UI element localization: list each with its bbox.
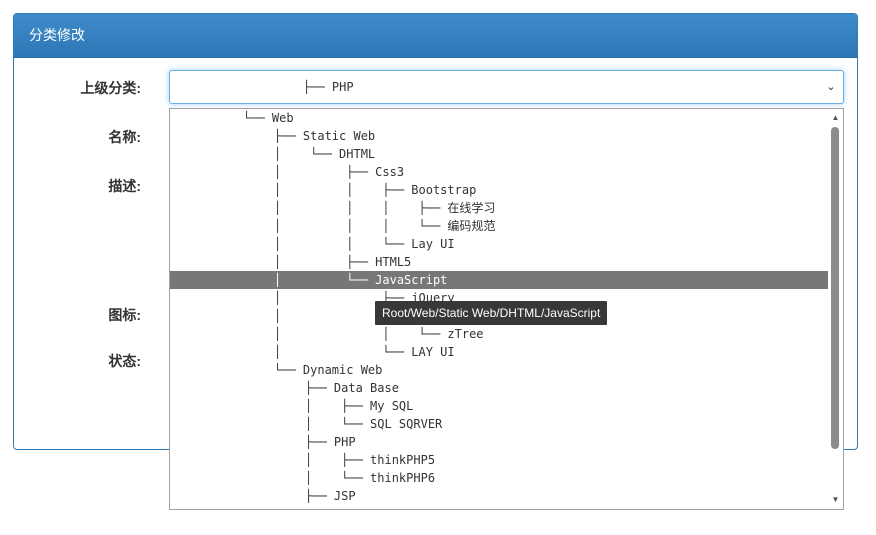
chevron-down-icon[interactable]: ⌄ — [826, 81, 836, 93]
dropdown-option[interactable]: │ └── thinkPHP6 — [305, 471, 436, 485]
dropdown-option[interactable]: │ │ └── Lay UI — [274, 237, 455, 251]
dropdown-option[interactable]: └── Dynamic Web — [274, 363, 383, 377]
parent-category-select[interactable]: ├── PHP ⌄ — [169, 70, 844, 104]
selected-value: ├── PHP — [303, 80, 354, 94]
scrollbar[interactable]: ▲ ▼ — [828, 109, 843, 509]
dropdown-option[interactable]: └── Web — [243, 111, 294, 125]
description-label: 描述: — [108, 178, 141, 194]
dropdown-option[interactable]: ├── JSP — [305, 489, 356, 503]
scroll-up-icon[interactable]: ▲ — [831, 113, 840, 122]
scroll-down-icon[interactable]: ▼ — [831, 495, 840, 504]
dropdown-option[interactable]: ├── PHP — [305, 435, 356, 449]
dropdown-option[interactable]: │ └── DHTML — [274, 147, 376, 161]
status-label: 状态: — [108, 353, 141, 369]
option-path-tooltip: Root/Web/Static Web/DHTML/JavaScript — [375, 301, 608, 325]
dropdown-option[interactable]: ├── Static Web — [274, 129, 376, 143]
dropdown-option[interactable]: │ │ └── zTree — [274, 327, 484, 341]
scrollbar-thumb[interactable] — [831, 127, 839, 449]
dropdown-option[interactable]: │ └── SQL SQRVER — [305, 417, 443, 431]
panel-title: 分类修改 — [14, 14, 857, 58]
icon-label: 图标: — [108, 307, 141, 323]
name-label: 名称: — [108, 129, 141, 145]
dropdown-option[interactable]: │ │ ├── Bootstrap — [274, 183, 477, 197]
dropdown-option[interactable]: │ ├── My SQL — [305, 399, 414, 413]
dropdown-option[interactable]: │ ├── thinkPHP5 — [305, 453, 436, 467]
dropdown-option[interactable]: │ ├── HTML5 — [274, 255, 412, 269]
dropdown-option[interactable]: │ ├── Css3 — [274, 165, 405, 179]
dropdown-option[interactable]: │ └── JavaScript — [170, 271, 828, 289]
parent-category-label: 上级分类: — [80, 80, 141, 96]
dropdown-option[interactable]: │ │ │ ├── 在线学习 — [274, 201, 496, 215]
dropdown-option[interactable]: ├── Data Base — [305, 381, 399, 395]
dropdown-option[interactable]: │ │ │ └── 编码规范 — [274, 219, 496, 233]
dropdown-option[interactable]: │ └── LAY UI — [274, 345, 455, 359]
